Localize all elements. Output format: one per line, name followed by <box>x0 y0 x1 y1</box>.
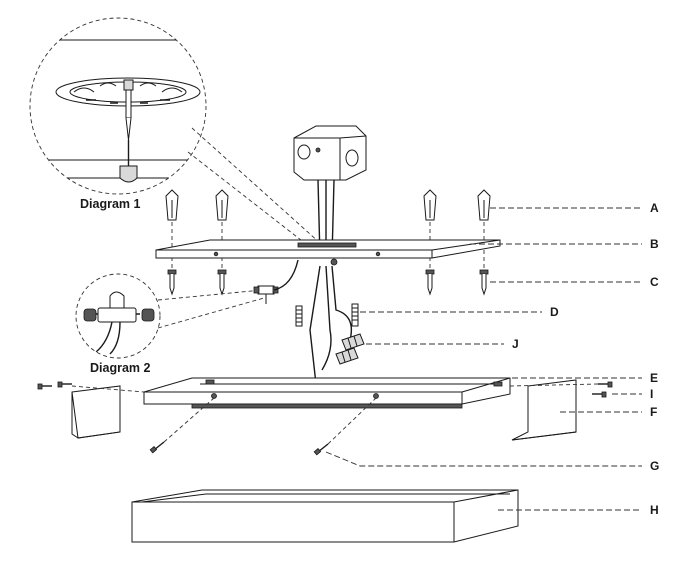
callout-a: A <box>650 201 659 215</box>
callouts: A B C D J E I F G H <box>325 201 659 517</box>
screw-c-4 <box>479 269 489 296</box>
mounting-plate <box>155 239 501 266</box>
callout-h: H <box>650 503 659 517</box>
screw-i-left-1 <box>37 383 52 390</box>
center-screw <box>119 79 138 183</box>
anchor-1 <box>165 189 179 221</box>
callout-g: G <box>650 459 659 473</box>
diagram-1-detail <box>29 17 207 195</box>
side-bracket-left <box>71 385 121 439</box>
ground-terminal <box>253 259 299 304</box>
diagram-2-detail <box>75 273 161 359</box>
junction-box <box>293 125 367 181</box>
screw-i-right-2 <box>598 381 613 388</box>
anchor-4 <box>477 189 491 221</box>
diagram-1-caption: Diagram 1 <box>80 197 140 211</box>
screw-d-set <box>295 303 359 327</box>
fixture-frame <box>143 377 511 409</box>
fixture-wires <box>309 265 353 392</box>
diffuser-tray <box>131 489 519 543</box>
callout-c: C <box>650 275 659 289</box>
callout-e: E <box>650 371 658 385</box>
wire-nuts <box>335 333 365 365</box>
screws-g <box>149 397 377 456</box>
diagram-2-circle <box>75 273 161 359</box>
wire-nut-1 <box>341 333 365 351</box>
callout-j: J <box>512 337 519 351</box>
screw-c-3 <box>425 269 435 296</box>
diagram-1-circle <box>29 17 207 195</box>
diagram-2-projection-top <box>157 289 263 301</box>
screw-c-2 <box>217 269 227 296</box>
leader-g <box>325 451 642 467</box>
anchor-3 <box>423 189 437 221</box>
screw-i-right-1 <box>592 391 607 398</box>
wire-nut-2 <box>335 347 359 365</box>
screw-g-1 <box>149 441 165 454</box>
diagram-1-projection-top <box>191 127 331 253</box>
callout-i: I <box>650 387 653 401</box>
diagram-2-caption: Diagram 2 <box>90 361 150 375</box>
screw-d-1 <box>295 305 303 327</box>
wall-anchors <box>165 189 491 221</box>
side-bracket-right <box>511 379 577 441</box>
diagram-2-projection-bottom <box>157 297 265 329</box>
screw-g-2 <box>313 443 329 456</box>
anchor-2 <box>215 189 229 221</box>
callout-b: B <box>650 237 659 251</box>
screw-d-2 <box>351 303 359 327</box>
callout-f: F <box>650 405 657 419</box>
callout-d: D <box>550 305 559 319</box>
bracket-screws <box>37 381 613 398</box>
screw-i-left-2 <box>57 381 72 388</box>
screw-c-1 <box>167 269 177 296</box>
